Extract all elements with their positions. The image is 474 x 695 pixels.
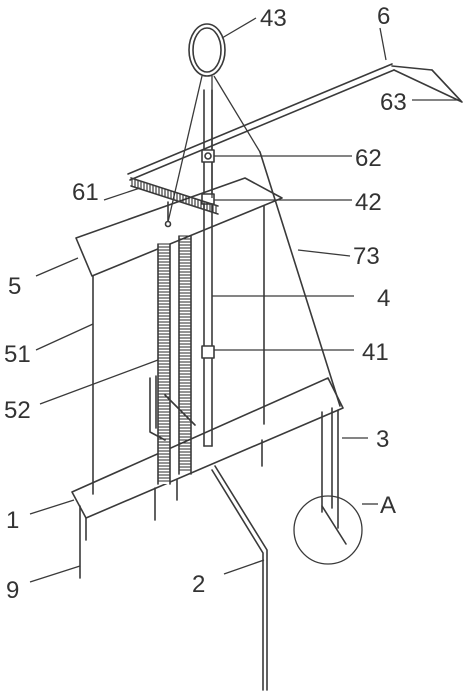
beam-top <box>127 63 393 175</box>
detail-A <box>293 495 363 565</box>
bent-rod-2-inner <box>211 469 264 691</box>
label-9: 9 <box>6 577 19 604</box>
label-51: 51 <box>4 341 31 368</box>
label-61: 61 <box>72 179 99 206</box>
reference-labels: 43 6 63 62 61 42 73 5 4 51 41 52 3 A 1 9… <box>4 3 407 604</box>
collar-41 <box>201 345 215 359</box>
bracket-62-pin <box>204 152 212 160</box>
label-5: 5 <box>8 273 21 300</box>
label-3: 3 <box>376 426 389 453</box>
leader-51 <box>35 323 94 351</box>
label-43: 43 <box>260 5 287 32</box>
label-A: A <box>380 492 396 519</box>
spring-bracket <box>149 377 166 441</box>
ring-outer <box>188 23 226 77</box>
ring-inner <box>192 27 222 73</box>
detail-rod <box>321 505 347 545</box>
collar-42 <box>201 193 215 205</box>
springs <box>149 235 196 485</box>
label-41: 41 <box>362 339 389 366</box>
label-63: 63 <box>380 89 407 116</box>
label-42: 42 <box>355 189 382 216</box>
spring-diagonal <box>164 394 196 426</box>
lower-platform <box>71 377 344 579</box>
label-6: 6 <box>377 3 390 30</box>
lower-platform-top <box>71 377 344 519</box>
leader-9 <box>29 565 81 583</box>
leader-5 <box>35 257 79 277</box>
string-right <box>213 75 261 153</box>
spring-52-left <box>158 243 170 482</box>
cable-73 <box>259 151 341 407</box>
hanger-knob <box>164 220 172 228</box>
beam-6 <box>127 63 463 181</box>
leader-lines <box>29 17 460 583</box>
triangle-63-inner <box>431 69 461 101</box>
label-1: 1 <box>6 507 19 534</box>
bent-rod-2 <box>214 465 268 691</box>
label-62: 62 <box>355 145 382 172</box>
beam-bottom <box>129 69 395 181</box>
detail-circle <box>293 495 363 565</box>
leader-1 <box>29 499 75 515</box>
spring-61-bottom <box>130 185 219 215</box>
leader-6 <box>379 27 387 61</box>
spring-52-right <box>179 235 191 471</box>
label-4: 4 <box>377 285 390 312</box>
spring-61-top <box>130 177 219 207</box>
spring-61-coils <box>131 178 217 214</box>
leader-52 <box>39 359 159 405</box>
leader-61 <box>103 187 141 201</box>
cross-spring-61 <box>130 177 219 228</box>
label-52: 52 <box>4 397 31 424</box>
leader-2 <box>223 559 265 575</box>
label-2: 2 <box>192 571 205 598</box>
label-73: 73 <box>353 243 380 270</box>
leader-43 <box>221 17 257 39</box>
leader-73 <box>297 249 351 257</box>
